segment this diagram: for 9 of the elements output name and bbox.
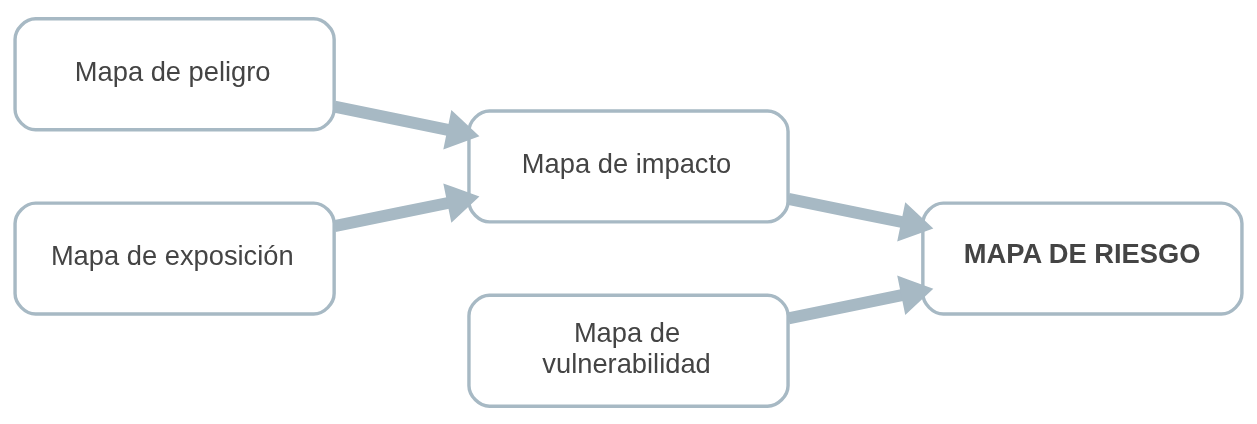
node-box: Mapa de vulnerabilidad	[467, 293, 790, 408]
arrow	[333, 182, 480, 232]
node-box: Mapa de peligro	[13, 16, 336, 131]
arrow	[333, 100, 480, 149]
node-box: Mapa de impacto	[467, 108, 790, 224]
arrow	[787, 275, 934, 324]
node-box: MAPA DE RIESGO	[921, 200, 1244, 316]
node-box: Mapa de exposición	[13, 200, 336, 316]
arrow	[787, 192, 934, 242]
